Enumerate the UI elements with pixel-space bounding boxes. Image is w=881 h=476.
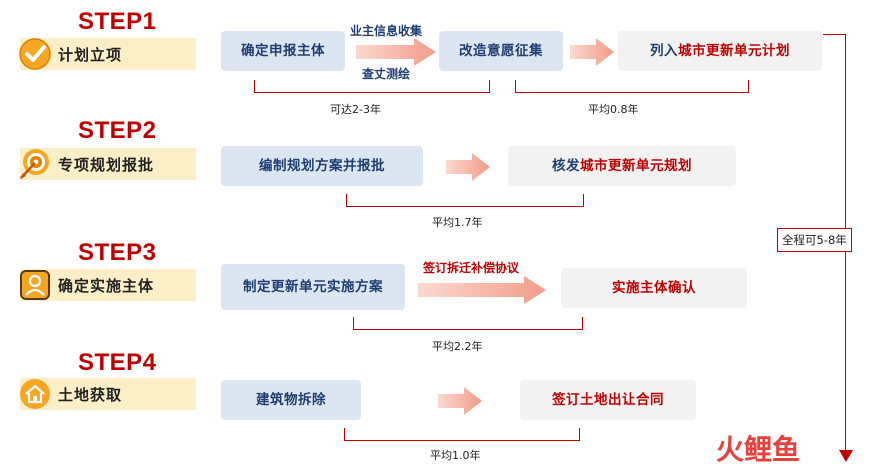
step3-duration: 平均2.2年: [432, 340, 483, 353]
step2-bracket: [346, 194, 584, 207]
step4-bracket: [344, 428, 580, 441]
step3-arrow: [418, 276, 546, 304]
step1-duration-2: 平均0.8年: [588, 103, 639, 116]
step1-label-text: 计划立项: [58, 45, 123, 64]
step1-label: 计划立项: [19, 38, 196, 70]
step2-box-issue-plan: 核发城市更新单元规划: [508, 146, 736, 186]
checkmark-badge-icon: [19, 38, 51, 70]
step2-box2-prefix: 核发: [552, 157, 580, 174]
step2-duration: 平均1.7年: [432, 216, 483, 229]
step1-arrow-1: [356, 38, 436, 66]
step4-title: STEP4: [78, 349, 157, 376]
step3-box-implementation-plan: 制定更新单元实施方案: [221, 264, 405, 310]
step4-label-text: 土地获取: [58, 385, 123, 404]
step1-bracket-2: [515, 80, 749, 93]
step1-box3-prefix: 列入: [650, 42, 678, 59]
step1-box-intent-collection: 改造意愿征集: [439, 31, 563, 71]
step3-title: STEP3: [78, 239, 157, 266]
watermark-logo: 火鲤鱼: [716, 428, 800, 468]
step4-box-land-contract: 签订土地出让合同: [520, 380, 696, 420]
step3-bracket: [353, 317, 583, 330]
step1-duration-1: 可达2-3年: [330, 103, 381, 116]
house-coin-icon: [20, 379, 50, 409]
step3-label-text: 确定实施主体: [58, 276, 155, 295]
total-arrow-down-icon: [839, 450, 853, 462]
step2-label-text: 专项规划报批: [58, 155, 155, 174]
total-duration: 全程可5-8年: [777, 228, 852, 252]
step3-box-subject-confirm: 实施主体确认: [561, 268, 747, 308]
step4-arrow: [438, 387, 482, 415]
step2-title: STEP2: [78, 117, 157, 144]
step1-bracket-1: [254, 80, 490, 93]
step4-box-demolition: 建筑物拆除: [221, 380, 361, 420]
step4-duration: 平均1.0年: [430, 449, 481, 462]
step2-arrow: [446, 153, 490, 181]
target-arrow-icon: [20, 149, 49, 179]
step2-box-compile-plan: 编制规划方案并报批: [221, 146, 423, 186]
step1-title: STEP1: [78, 8, 157, 35]
step4-label: 土地获取: [20, 378, 196, 410]
step1-arrow-text-bottom: 查丈测绘: [362, 67, 411, 81]
step1-box-plan-listing: 列入城市更新单元计划: [618, 31, 822, 71]
step1-arrow-text-top: 业主信息收集: [350, 24, 423, 38]
step1-box-declare-subject: 确定申报主体: [221, 31, 345, 71]
total-line-top: [823, 34, 845, 36]
step1-arrow-2: [570, 38, 614, 66]
step3-arrow-text: 签订拆迁补偿协议: [423, 261, 520, 275]
step2-label: 专项规划报批: [20, 148, 196, 180]
step3-label: 确定实施主体: [20, 269, 196, 301]
person-card-icon: [20, 270, 50, 300]
watermark-text: 火鲤鱼: [716, 433, 801, 466]
step1-box3-emph: 城市更新单元计划: [678, 42, 790, 59]
step2-box2-emph: 城市更新单元规划: [580, 157, 692, 174]
